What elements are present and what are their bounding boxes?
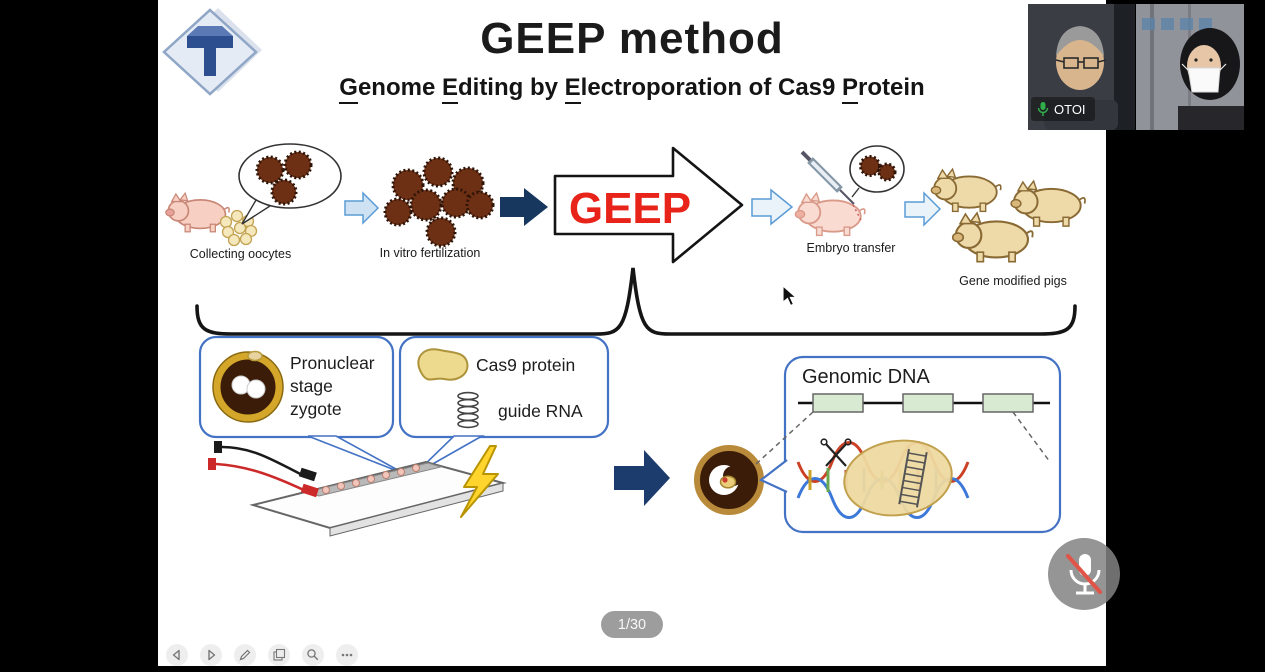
pig-icon: [795, 193, 865, 236]
detail-arrow-icon: [614, 450, 670, 506]
zygote-icon: [212, 350, 284, 423]
subtitle-part: diting by: [457, 74, 565, 101]
pig-icon: [1011, 181, 1086, 227]
university-logo-icon: [162, 8, 262, 96]
zoom-button[interactable]: [302, 644, 324, 666]
subtitle-part: enome: [357, 74, 442, 101]
flow-arrow-icon: [751, 188, 794, 226]
brace: [195, 267, 1077, 336]
guide-rna-ladder-icon: [898, 448, 928, 508]
in-vitro-fertilization-illustration: [383, 156, 495, 248]
cas9-protein-icon: [417, 348, 469, 381]
subtitle-part: E: [564, 74, 581, 104]
subtitle-part: lectroporation of Cas9: [580, 74, 843, 101]
slide-graphics: [162, 8, 1086, 537]
lightning-bolt-icon: [460, 445, 499, 518]
mic-on-icon: [1037, 102, 1049, 116]
gene-modified-pigs-illustration: [931, 169, 1086, 262]
subtitle-part: P: [842, 74, 859, 104]
pig-icon: [952, 212, 1033, 262]
participant-name-tag: OTOI: [1031, 97, 1095, 121]
slide-subtitle: Genome Editing by Electroporation of Cas…: [158, 74, 1106, 104]
page-indicator: 1/30: [601, 611, 663, 638]
subtitle-part: rotein: [858, 74, 925, 101]
step-label-gene-modified-pigs: Gene modified pigs: [959, 274, 1067, 288]
edited-zygote-icon: [694, 445, 764, 515]
letterbox-strip: [0, 666, 1265, 672]
slides-button[interactable]: [268, 644, 290, 666]
pig-icon: [931, 169, 1001, 212]
annotate-button[interactable]: [234, 644, 256, 666]
genomic-dna-label: Genomic DNA: [802, 366, 930, 388]
flow-arrow-icon: [904, 191, 942, 227]
shared-slide: GEEP method Genome Editing by Electropor…: [158, 0, 1106, 672]
geep-label: GEEP: [568, 184, 692, 233]
video-tile-participant-2[interactable]: [1136, 4, 1244, 130]
face-mask-icon: [1181, 63, 1227, 93]
slides-icon: [273, 648, 286, 661]
participant-2-video: [1136, 4, 1244, 130]
presenter-controls: [166, 644, 358, 666]
guide-rna-icon: [457, 391, 479, 429]
step-label-in-vitro: In vitro fertilization: [379, 246, 481, 260]
participant-name: OTOI: [1054, 101, 1086, 117]
slide-title: GEEP method: [480, 14, 784, 63]
electroporation-device: [208, 441, 507, 537]
pig-icon: [165, 193, 230, 232]
glasses-icon: [1055, 57, 1107, 69]
step-label-embryo-transfer: Embryo transfer: [806, 241, 896, 255]
prev-arrow-icon: [172, 649, 180, 661]
next-arrow-icon: [208, 649, 216, 661]
participant-1-video: [1028, 4, 1135, 130]
pen-icon: [239, 649, 251, 661]
more-dots-icon: [341, 653, 353, 657]
geep-arrow: [553, 146, 744, 264]
genomic-dna-bubble: [755, 355, 1062, 534]
scissors-icon: [820, 438, 852, 467]
flow-arrow-icon: [344, 191, 380, 225]
more-options-button[interactable]: [336, 644, 358, 666]
guide-rna-label: guide RNA: [498, 401, 583, 421]
mute-button[interactable]: [1048, 538, 1120, 610]
collecting-oocytes-illustration: [165, 143, 342, 247]
prev-slide-button[interactable]: [166, 644, 188, 666]
next-slide-button[interactable]: [200, 644, 222, 666]
subtitle-part: E: [441, 74, 458, 104]
step-label-collecting-oocytes: Collecting oocytes: [189, 247, 292, 261]
embryo-transfer-illustration: [795, 145, 905, 236]
magnifier-icon: [307, 649, 319, 661]
flow-arrow-icon: [500, 188, 548, 226]
zygote-label: Pronuclear stage zygote: [290, 353, 375, 419]
mic-muted-icon: [1066, 554, 1102, 595]
video-tile-participant-1[interactable]: [1028, 4, 1135, 130]
mouse-cursor-icon: [782, 285, 798, 307]
subtitle-part: G: [339, 74, 358, 104]
cas9-label: Cas9 protein: [476, 355, 576, 375]
